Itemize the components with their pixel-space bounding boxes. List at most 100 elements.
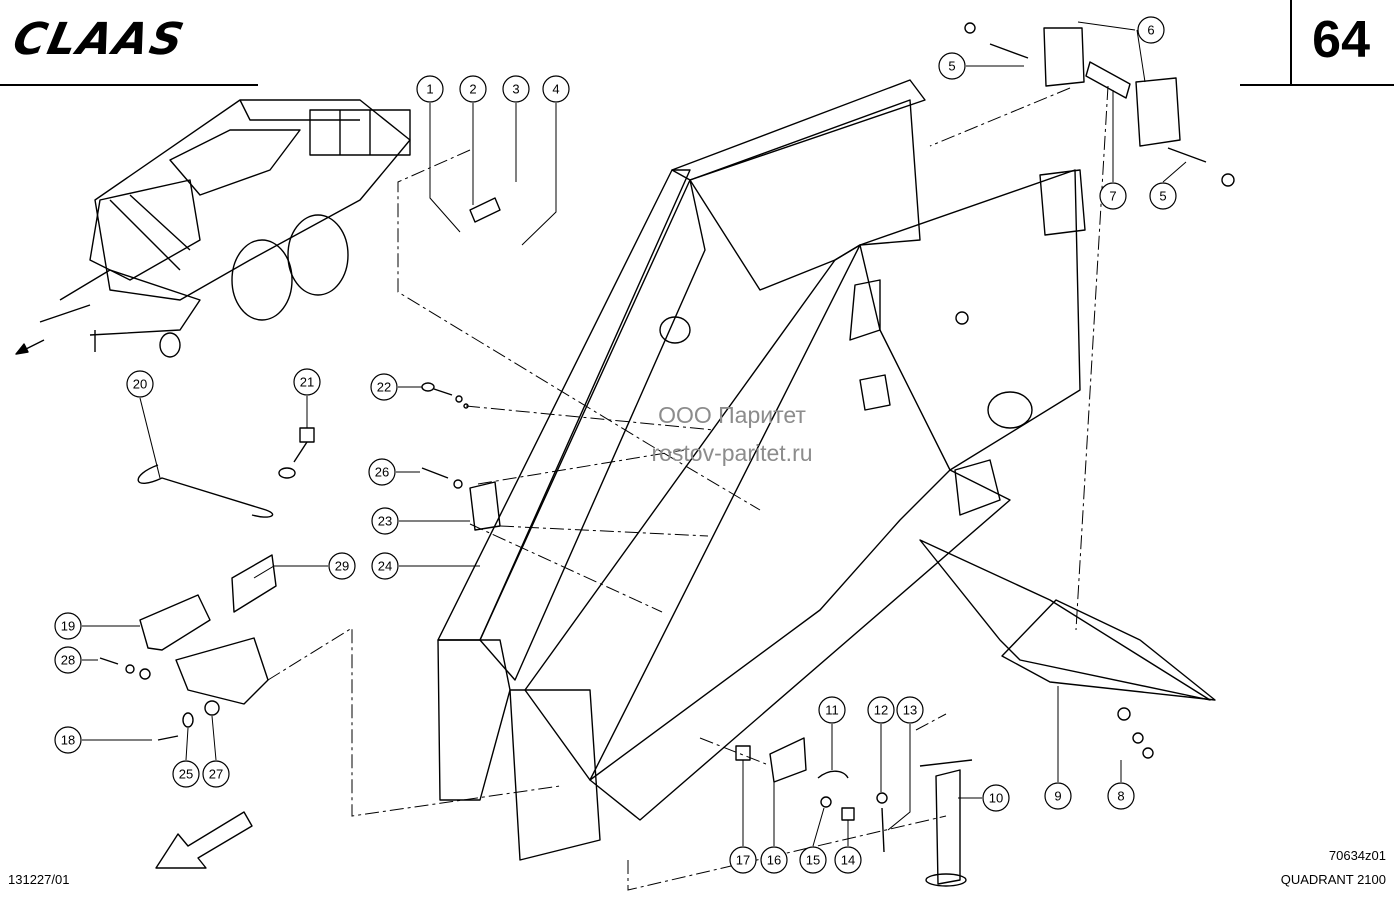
travel-direction-arrow xyxy=(155,811,253,869)
callout-label: 10 xyxy=(989,791,1003,806)
callout-label: 7 xyxy=(1109,189,1116,204)
callout-circle xyxy=(729,846,757,874)
callout-circle xyxy=(818,696,846,724)
callout-4: 4 xyxy=(542,75,570,103)
callout-19: 19 xyxy=(54,612,82,640)
hinge-plate-6-right xyxy=(1135,77,1181,147)
callout-circle xyxy=(896,696,924,724)
callout-3: 3 xyxy=(502,75,530,103)
callout-circle xyxy=(126,370,154,398)
callout-circle xyxy=(54,646,82,674)
callout-1: 1 xyxy=(416,75,444,103)
callout-leader-lines xyxy=(82,21,1187,847)
callout-12: 12 xyxy=(867,696,895,724)
callout-circle xyxy=(760,846,788,874)
callout-circle xyxy=(54,612,82,640)
callout-17: 17 xyxy=(729,846,757,874)
callout-21: 21 xyxy=(293,368,321,396)
callout-11: 11 xyxy=(818,696,846,724)
callout-5: 5 xyxy=(938,52,966,80)
callout-label: 12 xyxy=(874,703,888,718)
callout-24: 24 xyxy=(371,552,399,580)
callout-circle xyxy=(371,552,399,580)
drawing-id: 70634z01 xyxy=(1328,848,1386,863)
spring-pin-20 xyxy=(137,464,274,518)
callout-27: 27 xyxy=(202,760,230,788)
holder-16 xyxy=(769,737,807,783)
bolt-26 xyxy=(421,467,463,489)
callout-circle xyxy=(293,368,321,396)
callout-label: 5 xyxy=(948,59,955,74)
callout-label: 25 xyxy=(179,767,193,782)
callout-label: 20 xyxy=(133,377,147,392)
assembly-guide-lines xyxy=(267,85,1109,891)
bolt-14 xyxy=(841,807,855,821)
callout-5: 5 xyxy=(1149,182,1177,210)
callout-label: 18 xyxy=(61,733,75,748)
callout-16: 16 xyxy=(760,846,788,874)
callout-label: 9 xyxy=(1054,789,1061,804)
callout-label: 16 xyxy=(767,853,781,868)
callout-22: 22 xyxy=(370,373,398,401)
callout-circle xyxy=(416,75,444,103)
bolt-5-left xyxy=(964,22,1029,59)
header-rule-right xyxy=(1240,84,1394,86)
callout-circle xyxy=(982,784,1010,812)
callout-7: 7 xyxy=(1099,182,1127,210)
bolt-5-right xyxy=(1167,147,1235,187)
callout-label: 28 xyxy=(61,653,75,668)
callout-circle xyxy=(328,552,356,580)
bracket-assembly xyxy=(175,637,269,705)
eye-bolt-22 xyxy=(421,382,469,409)
watermark-company: ООО Паритет xyxy=(658,402,806,428)
callout-9: 9 xyxy=(1044,782,1072,810)
callout-label: 15 xyxy=(806,853,820,868)
callout-26: 26 xyxy=(368,458,396,486)
callout-circle xyxy=(502,75,530,103)
callout-label: 29 xyxy=(335,559,349,574)
pin-12 xyxy=(876,792,888,804)
callout-label: 3 xyxy=(512,82,519,97)
callout-circle xyxy=(1044,782,1072,810)
callout-circle xyxy=(834,846,862,874)
callout-2: 2 xyxy=(459,75,487,103)
nut-17 xyxy=(735,745,751,761)
main-frame-24 xyxy=(437,79,1211,861)
mounting-bracket-19 xyxy=(139,594,211,651)
callout-label: 8 xyxy=(1117,789,1124,804)
callout-label: 26 xyxy=(375,465,389,480)
plate-29 xyxy=(231,554,277,613)
callout-label: 13 xyxy=(903,703,917,718)
page-number: 64 xyxy=(1312,11,1370,69)
callout-circle xyxy=(368,458,396,486)
callout-circle xyxy=(1137,16,1165,44)
spring-13 xyxy=(881,807,885,853)
pin-7 xyxy=(1085,61,1131,99)
callout-label: 4 xyxy=(552,82,559,97)
drawbar-9 xyxy=(1001,599,1216,701)
model-name: QUADRANT 2100 xyxy=(1280,872,1386,887)
callout-circle xyxy=(54,726,82,754)
washer-15 xyxy=(820,796,832,808)
callout-label: 2 xyxy=(469,82,476,97)
callout-label: 5 xyxy=(1159,189,1166,204)
overview-direction-arrow xyxy=(15,339,45,355)
callout-label: 14 xyxy=(841,853,855,868)
callout-10: 10 xyxy=(982,784,1010,812)
callout-28: 28 xyxy=(54,646,82,674)
callout-circle xyxy=(172,760,200,788)
callout-circle xyxy=(1099,182,1127,210)
bolt-8 xyxy=(1117,707,1154,759)
watermark-website: rostov-paritet.ru xyxy=(651,440,813,466)
document-id: 131227/01 xyxy=(8,872,70,887)
callout-18: 18 xyxy=(54,726,82,754)
callout-25: 25 xyxy=(172,760,200,788)
callout-circle xyxy=(799,846,827,874)
callout-label: 6 xyxy=(1147,23,1154,38)
callout-label: 21 xyxy=(300,375,314,390)
bracket-part-2 xyxy=(469,197,501,223)
callout-circle xyxy=(370,373,398,401)
